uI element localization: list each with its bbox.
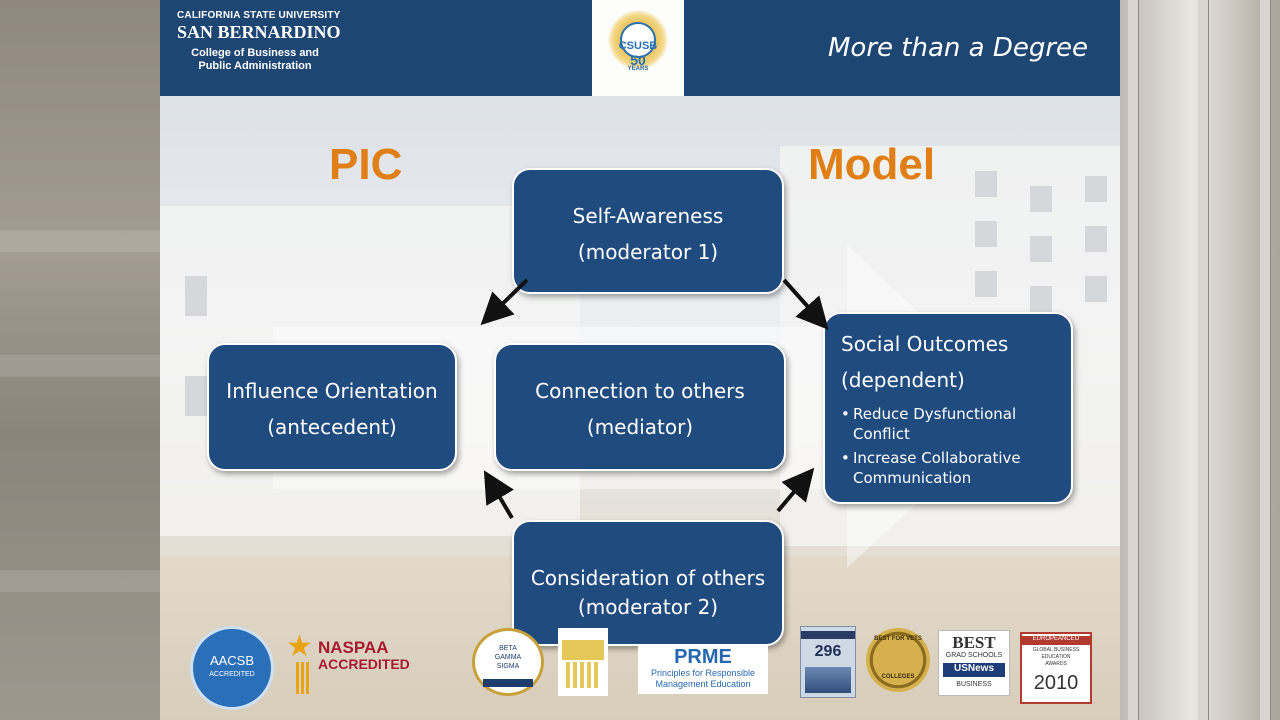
node-influence-orientation: Influence Orientation (antecedent) xyxy=(207,343,457,471)
building-window xyxy=(1030,236,1052,262)
pillar-top xyxy=(562,640,604,660)
logo-years: YEARS xyxy=(627,66,649,72)
eceo-line4: AWARDS xyxy=(1045,661,1067,667)
node-self-awareness-line1: Self-Awareness xyxy=(572,204,724,228)
csusb-50-years-logo: CSUSB 50 YEARS xyxy=(592,0,684,96)
university-name-line2: SAN BERNARDINO xyxy=(177,22,341,42)
node-self-awareness: Self-Awareness (moderator 1) xyxy=(512,168,784,294)
building-window xyxy=(1085,276,1107,302)
pillar-columns xyxy=(566,662,600,688)
aacsb-badge: AACSB ACCREDITED xyxy=(190,626,274,710)
logo-text: CSUSB xyxy=(618,40,658,52)
vets-line2: COLLEGES xyxy=(881,674,915,680)
bgs-line3: SIGMA xyxy=(496,663,520,670)
logo-ring xyxy=(620,22,656,58)
node-consideration-line2: (moderator 2) xyxy=(577,595,719,619)
window-mullion xyxy=(1198,0,1208,720)
princeton-number: 296 xyxy=(814,643,842,660)
us-news-badge: BEST GRAD SCHOOLS USNews BUSINESS xyxy=(938,630,1010,696)
building-window xyxy=(1085,226,1107,252)
node-consideration-of-others: Consideration of others (moderator 2) xyxy=(512,520,784,646)
bullet-increase-communication: Increase Collaborative Communication xyxy=(841,448,1043,488)
header-tagline: More than a Degree xyxy=(828,33,1089,63)
building-window xyxy=(975,221,997,247)
node-consideration-line1: Consideration of others xyxy=(530,566,766,590)
beta-gamma-sigma-badge: BETA GAMMA SIGMA xyxy=(472,628,544,696)
star-icon: ★ xyxy=(286,630,313,663)
bullet-reduce-conflict: Reduce Dysfunctional Conflict xyxy=(841,404,1043,444)
book-top-band xyxy=(801,631,855,639)
background-band xyxy=(0,230,160,252)
arrow-to-influence xyxy=(480,278,529,326)
pillar-badge xyxy=(558,628,608,696)
naspaa-accredited-text: ACCREDITED xyxy=(318,656,410,672)
college-name-line2: Public Administration xyxy=(198,60,312,72)
eceo-line1: EUROPEANCEO xyxy=(1022,636,1090,645)
building-window xyxy=(1085,176,1107,202)
node-influence-line2: (antecedent) xyxy=(267,415,397,439)
vets-line1: BEST FOR VETS xyxy=(874,636,922,642)
european-ceo-badge: EUROPEANCEO GLOBAL BUSINESS EDUCATION AW… xyxy=(1020,632,1092,704)
title-pic: PIC xyxy=(329,140,403,189)
building-window xyxy=(975,271,997,297)
usnews-business: BUSINESS xyxy=(956,681,992,688)
background-band xyxy=(0,355,160,377)
aacsb-text: AACSB xyxy=(209,653,255,668)
connector-arrows xyxy=(480,278,829,520)
college-name-line1: College of Business and xyxy=(191,47,319,59)
node-self-awareness-line2: (moderator 1) xyxy=(577,240,719,264)
prme-line1: Principles for Responsible xyxy=(650,668,756,678)
node-social-line1: Social Outcomes xyxy=(841,332,1009,356)
bgs-ribbon xyxy=(483,679,533,687)
usnews-logo: USNews xyxy=(943,663,1005,677)
naspaa-text: NASPAA xyxy=(318,638,389,657)
node-influence-line1: Influence Orientation xyxy=(226,379,438,403)
usnews-grad-schools: GRAD SCHOOLS xyxy=(945,652,1003,659)
prme-title: PRME xyxy=(674,646,732,668)
university-name-line1: CALIFORNIA STATE UNIVERSITY xyxy=(177,10,341,21)
column-icon xyxy=(296,662,310,694)
node-social-line2: (dependent) xyxy=(841,368,965,392)
window-mullion xyxy=(1260,0,1270,720)
eceo-year: 2010 xyxy=(1033,672,1079,694)
arrow-to-social-from-below xyxy=(776,467,815,513)
book-cover-image xyxy=(805,667,851,693)
node-social-outcomes: Social Outcomes (dependent) Reduce Dysfu… xyxy=(823,312,1073,504)
eceo-line2: GLOBAL BUSINESS xyxy=(1032,647,1080,653)
eceo-line3: EDUCATION xyxy=(1041,654,1071,660)
building-window xyxy=(185,276,207,316)
social-outcomes-bullets: Reduce Dysfunctional Conflict Increase C… xyxy=(841,404,1043,492)
bgs-line2: GAMMA xyxy=(494,654,522,661)
slide-header: CALIFORNIA STATE UNIVERSITY SAN BERNARDI… xyxy=(160,0,1120,96)
background-left-wall xyxy=(0,0,160,720)
node-connection-line2: (mediator) xyxy=(586,415,694,439)
node-connection-to-others: Connection to others (mediator) xyxy=(494,343,786,471)
princeton-review-badge: 296 xyxy=(800,626,856,698)
logo-number: 50 xyxy=(630,52,646,68)
building-window xyxy=(1030,186,1052,212)
arrow-to-social-outcomes xyxy=(782,278,829,330)
naspaa-badge: ★ NASPAA ACCREDITED xyxy=(286,632,436,696)
usnews-best: BEST xyxy=(952,633,996,652)
title-model: Model xyxy=(808,140,936,189)
building-window xyxy=(185,376,207,416)
prme-line2: Management Education xyxy=(655,679,751,689)
background-band xyxy=(0,570,160,592)
prme-badge: PRME Principles for Responsible Manageme… xyxy=(638,646,768,694)
best-for-vets-badge: BEST FOR VETS COLLEGES xyxy=(866,628,930,692)
bgs-line1: BETA xyxy=(499,645,517,652)
building-window xyxy=(1030,286,1052,312)
arrow-to-influence-from-below xyxy=(483,470,514,520)
background-window xyxy=(1120,0,1280,720)
window-mullion xyxy=(1128,0,1138,720)
node-connection-line1: Connection to others xyxy=(535,379,745,403)
building-window xyxy=(975,171,997,197)
aacsb-accredited-text: ACCREDITED xyxy=(209,671,255,678)
presentation-slide: CALIFORNIA STATE UNIVERSITY SAN BERNARDI… xyxy=(160,0,1120,720)
